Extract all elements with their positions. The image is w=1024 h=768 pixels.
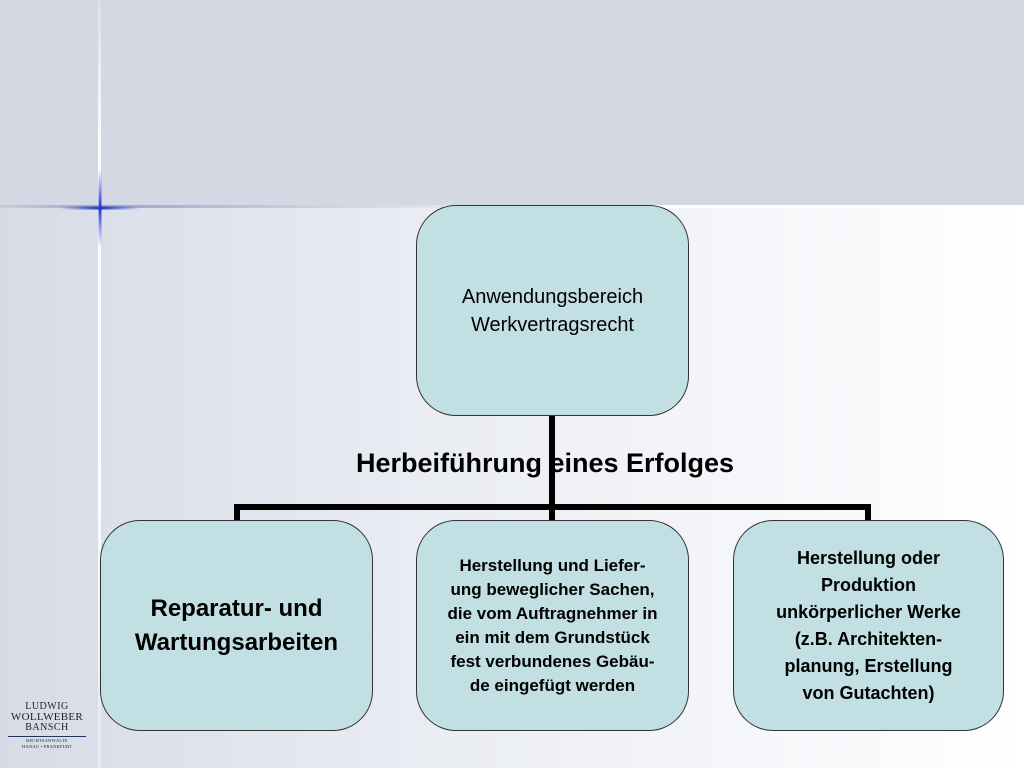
child-node-box-2: Herstellung und Liefer- ung beweglicher … xyxy=(416,520,689,731)
root-node-label: Anwendungsbereich Werkvertragsrecht xyxy=(461,285,644,336)
child-node-label-2: Herstellung und Liefer- ung beweglicher … xyxy=(447,555,658,695)
vertical-accent-line xyxy=(98,0,101,768)
root-node-box: Anwendungsbereich Werkvertragsrecht xyxy=(416,205,689,416)
sparkle-star-icon xyxy=(60,168,140,248)
child-node-box-3: Herstellung oder Produktion unkörperlich… xyxy=(733,520,1004,731)
diagram-subtitle: Herbeiführung eines Erfolges xyxy=(355,448,735,478)
firm-logo: LUDWIG WOLLWEBER BANSCH RECHTSANWÄLTE HA… xyxy=(6,702,88,750)
logo-line-1: LUDWIG xyxy=(25,701,69,712)
top-band xyxy=(0,0,1024,207)
logo-line-5: HANAU • FRANKFURT xyxy=(22,744,72,749)
child-node-label-3: Herstellung oder Produktion unkörperlich… xyxy=(776,547,961,703)
child-node-label-1: Reparatur- und Wartungsarbeiten xyxy=(134,594,339,656)
logo-line-4: RECHTSANWÄLTE xyxy=(26,738,68,743)
logo-line-3: BANSCH xyxy=(25,722,69,733)
child-node-box-1: Reparatur- und Wartungsarbeiten xyxy=(100,520,373,731)
logo-rule xyxy=(8,736,86,737)
logo-line-2: WOLLWEBER xyxy=(10,711,84,723)
